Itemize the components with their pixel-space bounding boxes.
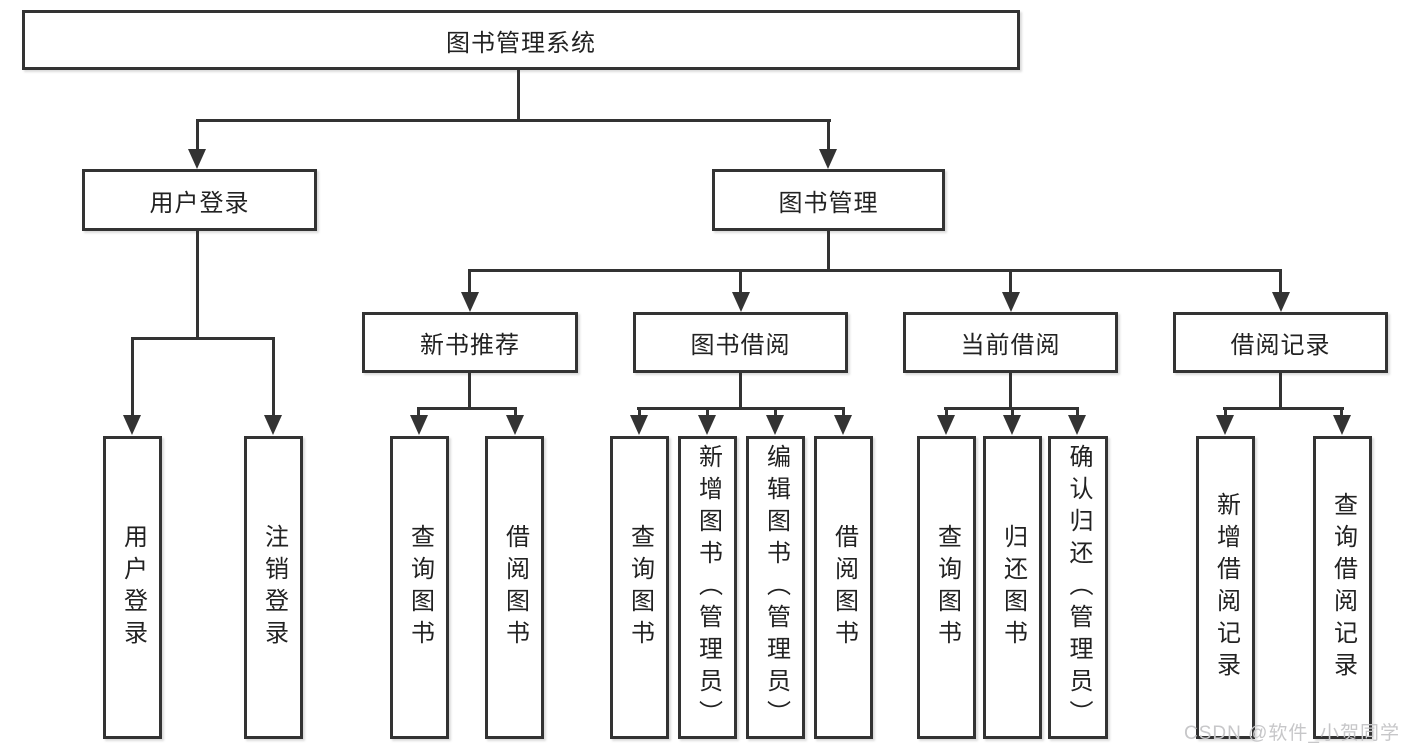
node-user-login: 用户登录 — [82, 169, 317, 231]
arrow-down-icon — [1272, 292, 1290, 312]
node-current-query-books: 查询图书 — [917, 436, 976, 739]
connector-stem — [417, 407, 420, 415]
node-recommend-borrow-books: 借阅图书 — [485, 436, 544, 739]
node-book-borrowing: 图书借阅 — [633, 312, 848, 373]
connector-stem — [1009, 269, 1012, 293]
arrow-down-icon — [1003, 415, 1021, 435]
connector-stem — [1224, 407, 1227, 415]
node-borrowing-query-books: 查询图书 — [610, 436, 669, 739]
node-label: 新增借阅记录 — [1212, 491, 1240, 684]
node-label: 查询图书 — [406, 523, 434, 652]
connector-stem — [739, 269, 742, 293]
node-label: 确认归还（管理员） — [1065, 443, 1092, 732]
connector-stem — [827, 119, 830, 150]
connector-group-bar — [1223, 407, 1344, 410]
connector-root-stem — [517, 70, 520, 120]
connector-group-bar — [417, 407, 517, 410]
connector-stem — [1011, 407, 1014, 415]
connector-stem — [468, 269, 471, 293]
arrow-down-icon — [1333, 415, 1351, 435]
node-borrowing-borrow-books: 借阅图书 — [814, 436, 873, 739]
connector-group-bar — [637, 407, 845, 410]
connector-stem — [196, 119, 199, 150]
arrow-down-icon — [732, 292, 750, 312]
node-label: 注销登录 — [260, 523, 288, 652]
node-logout: 注销登录 — [244, 436, 303, 739]
node-label: 查询图书 — [933, 523, 961, 652]
arrow-down-icon — [1216, 415, 1234, 435]
node-library-management-system: 图书管理系统 — [22, 10, 1020, 70]
connector-root-bar — [196, 119, 831, 122]
connector-stem — [1076, 407, 1079, 415]
node-label: 新增图书（管理员） — [694, 443, 722, 732]
node-label: 借阅图书 — [501, 523, 529, 652]
arrow-down-icon — [1002, 292, 1020, 312]
node-label: 用户登录 — [149, 189, 250, 217]
node-current-return-books: 归还图书 — [983, 436, 1042, 739]
connector-stem — [272, 337, 275, 415]
node-recommend-query-books: 查询图书 — [390, 436, 449, 739]
node-label: 图书管理 — [778, 189, 879, 217]
connector-stem — [514, 407, 517, 415]
connector-mgmt-stem — [827, 231, 830, 271]
connector-login-bar — [131, 337, 275, 340]
arrow-down-icon — [188, 149, 206, 169]
node-records-query-record: 查询借阅记录 — [1313, 436, 1372, 739]
connector-stem — [842, 407, 845, 415]
node-new-book-recommendation: 新书推荐 — [362, 312, 578, 373]
node-borrowing-records: 借阅记录 — [1173, 312, 1388, 373]
watermark: CSDN @软件_小贺同学 — [1184, 723, 1400, 744]
connector-login-stem — [196, 231, 199, 337]
connector-stem — [774, 407, 777, 415]
arrow-down-icon — [937, 415, 955, 435]
arrow-down-icon — [461, 292, 479, 312]
connector-stem — [131, 337, 134, 415]
connector-stem — [706, 407, 709, 415]
arrow-down-icon — [264, 415, 282, 435]
arrow-down-icon — [123, 415, 141, 435]
connector-group-stem — [739, 373, 742, 407]
node-label: 查询图书 — [626, 523, 654, 652]
node-label: 借阅图书 — [830, 523, 858, 652]
node-label: 查询借阅记录 — [1329, 491, 1357, 684]
connector-mgmt-bar — [468, 269, 1281, 272]
connector-group-stem — [1279, 373, 1282, 407]
node-borrowing-add-books-admin: 新增图书（管理员） — [678, 436, 737, 739]
node-records-add-record: 新增借阅记录 — [1196, 436, 1255, 739]
connector-stem — [1279, 269, 1282, 293]
node-borrowing-edit-books-admin: 编辑图书（管理员） — [746, 436, 805, 739]
connector-stem — [1340, 407, 1343, 415]
arrow-down-icon — [410, 415, 428, 435]
node-label: 图书管理系统 — [446, 29, 596, 57]
arrow-down-icon — [630, 415, 648, 435]
arrow-down-icon — [766, 415, 784, 435]
arrow-down-icon — [834, 415, 852, 435]
node-current-confirm-return-admin: 确认归还（管理员） — [1048, 436, 1108, 739]
node-current-borrowing: 当前借阅 — [903, 312, 1118, 373]
node-label: 归还图书 — [999, 523, 1027, 652]
node-label: 编辑图书（管理员） — [762, 443, 790, 732]
node-label: 图书借阅 — [690, 332, 791, 359]
arrow-down-icon — [819, 149, 837, 169]
connector-group-stem — [1009, 373, 1012, 407]
connector-stem — [945, 407, 948, 415]
node-label: 借阅记录 — [1230, 332, 1331, 359]
connector-group-stem — [468, 373, 471, 407]
connector-stem — [638, 407, 641, 415]
node-label: 当前借阅 — [960, 332, 1061, 359]
arrow-down-icon — [698, 415, 716, 435]
arrow-down-icon — [1068, 415, 1086, 435]
node-label: 新书推荐 — [420, 332, 520, 359]
arrow-down-icon — [506, 415, 524, 435]
node-label: 用户登录 — [119, 523, 147, 652]
node-login-action: 用户登录 — [103, 436, 162, 739]
node-book-management: 图书管理 — [712, 169, 945, 231]
